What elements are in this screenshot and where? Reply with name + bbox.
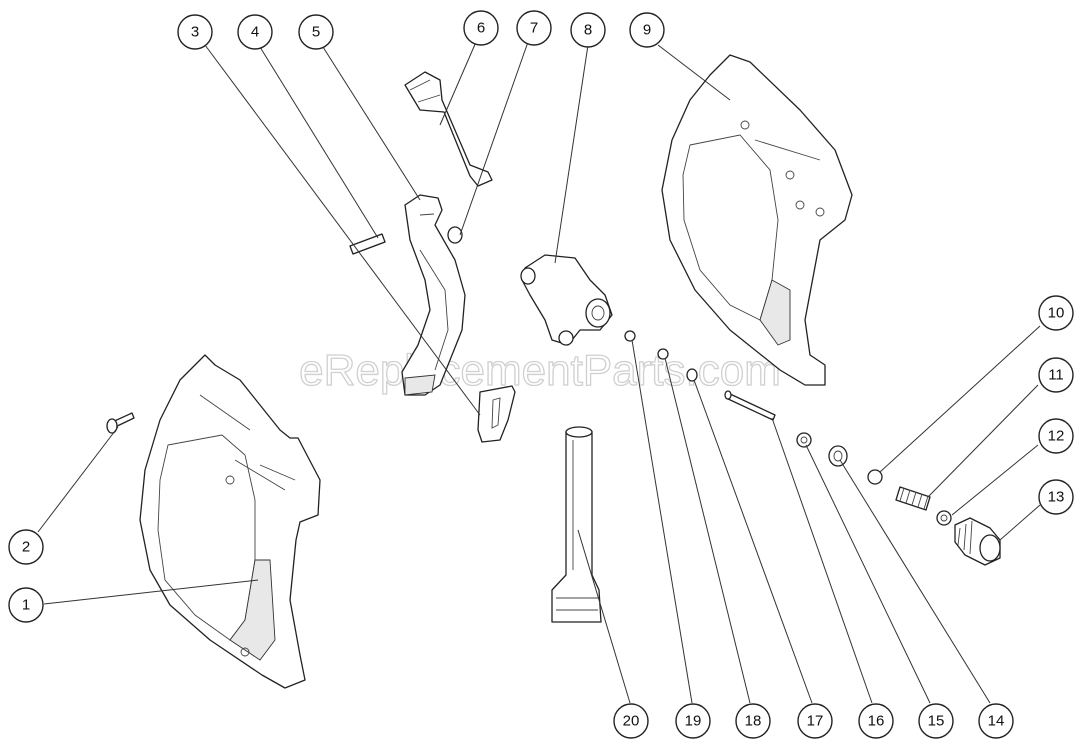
callout-18: 18 bbox=[735, 703, 771, 739]
callout-label: 6 bbox=[477, 20, 485, 37]
callout-5: 5 bbox=[298, 14, 334, 50]
callout-10: 10 bbox=[1038, 295, 1074, 331]
callout-16: 16 bbox=[858, 703, 894, 739]
callout-label: 7 bbox=[530, 20, 538, 37]
callout-label: 16 bbox=[868, 713, 885, 730]
part-2-screw bbox=[106, 412, 135, 434]
part-7-plug bbox=[447, 226, 463, 244]
part-13-end-plug bbox=[954, 517, 1001, 566]
callout-label: 17 bbox=[807, 713, 824, 730]
part-12-washer bbox=[936, 510, 952, 526]
callout-15: 15 bbox=[918, 703, 954, 739]
callout-label: 15 bbox=[928, 713, 945, 730]
part-5-trigger-lever bbox=[401, 194, 466, 396]
callout-label: 13 bbox=[1048, 489, 1065, 506]
callout-label: 4 bbox=[251, 24, 259, 41]
callout-label: 12 bbox=[1048, 428, 1065, 445]
part-3-clip bbox=[477, 385, 516, 443]
callout-label: 19 bbox=[685, 713, 702, 730]
callout-label: 3 bbox=[191, 24, 199, 41]
part-14-fitting bbox=[828, 445, 848, 467]
part-20-tube bbox=[551, 426, 602, 623]
callout-label: 8 bbox=[584, 22, 592, 39]
callout-label: 5 bbox=[312, 24, 320, 41]
part-18-washer bbox=[657, 348, 669, 360]
callout-label: 11 bbox=[1048, 367, 1064, 384]
callout-label: 1 bbox=[22, 597, 30, 614]
part-10-ball bbox=[867, 469, 883, 485]
callout-20: 20 bbox=[613, 703, 649, 739]
part-4-pin bbox=[349, 233, 386, 255]
leader-lines bbox=[37, 41, 1041, 704]
part-17-o-ring bbox=[686, 368, 698, 382]
callout-6: 6 bbox=[463, 10, 499, 46]
part-1-handle-half-left bbox=[139, 354, 321, 689]
part-11-spring bbox=[895, 486, 931, 511]
callout-label: 20 bbox=[623, 713, 640, 730]
callout-4: 4 bbox=[237, 14, 273, 50]
callout-17: 17 bbox=[797, 703, 833, 739]
callout-14: 14 bbox=[978, 703, 1014, 739]
callout-8: 8 bbox=[570, 12, 606, 48]
part-8-valve-body bbox=[520, 254, 613, 346]
callout-19: 19 bbox=[675, 703, 711, 739]
callout-label: 9 bbox=[643, 22, 651, 39]
part-16-stem bbox=[724, 390, 776, 421]
callout-2: 2 bbox=[8, 529, 44, 565]
callout-12: 12 bbox=[1038, 418, 1074, 454]
callout-11: 11 bbox=[1038, 357, 1074, 393]
callout-7: 7 bbox=[516, 10, 552, 46]
callout-13: 13 bbox=[1038, 479, 1074, 515]
callout-1: 1 bbox=[8, 587, 44, 623]
part-15-o-ring bbox=[796, 432, 812, 448]
callout-label: 10 bbox=[1048, 305, 1065, 322]
part-19-o-ring bbox=[624, 330, 636, 342]
part-6-nozzle bbox=[404, 71, 493, 187]
callout-9: 9 bbox=[629, 12, 665, 48]
callout-label: 14 bbox=[988, 713, 1005, 730]
part-9-handle-half-right bbox=[661, 54, 853, 386]
callout-label: 2 bbox=[22, 539, 30, 556]
watermark: eReplacementParts.com bbox=[299, 346, 781, 395]
callout-label: 18 bbox=[745, 713, 762, 730]
callout-3: 3 bbox=[177, 14, 213, 50]
